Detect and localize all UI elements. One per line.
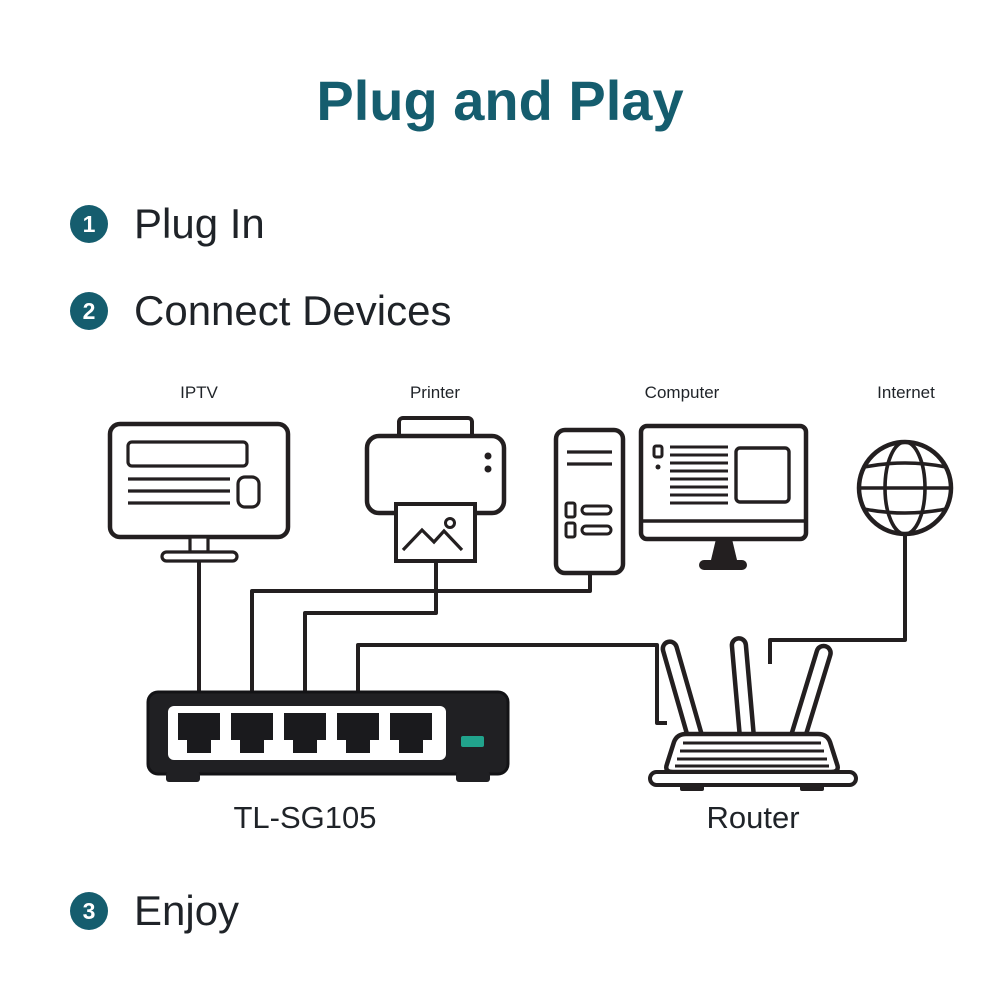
computer-monitor [638, 423, 809, 570]
monitor-stand [711, 539, 737, 560]
switch-led [461, 736, 484, 747]
iptv-icon [107, 421, 291, 563]
router-antenna-middle [729, 636, 756, 743]
step-3: 3 Enjoy [70, 887, 239, 935]
ethernet-port-1 [178, 713, 220, 753]
monitor-base [699, 560, 747, 570]
switch-foot-right [456, 772, 490, 782]
switch-label: TL-SG105 [233, 800, 377, 835]
printer-led-dot [484, 465, 492, 473]
cable-internet-to-router [768, 533, 907, 664]
router-icon [648, 636, 858, 791]
computer-icon [553, 423, 809, 576]
step-2-badge: 2 [70, 292, 108, 330]
router-foot-left [680, 785, 704, 791]
ethernet-cables [197, 533, 907, 725]
photo-mountains-glyph [401, 527, 464, 552]
iptv-label: IPTV [180, 383, 218, 402]
router-label: Router [706, 800, 800, 835]
page-title: Plug and Play [316, 69, 684, 132]
router-vents [675, 741, 829, 768]
printer-icon [364, 416, 507, 563]
photo-sun-glyph [444, 517, 456, 529]
step-2: 2 Connect Devices [70, 287, 451, 335]
switch-foot-left [166, 772, 200, 782]
router-base [648, 770, 858, 787]
internet-label: Internet [877, 383, 935, 402]
router-antenna-right [789, 643, 833, 745]
cable-computer-to-switch [250, 572, 592, 694]
step-2-label: Connect Devices [134, 287, 452, 334]
cable-printer-to-switch [303, 561, 438, 694]
step-3-label: Enjoy [134, 887, 240, 934]
computer-label: Computer [644, 383, 720, 402]
switch-ports [178, 713, 432, 753]
computer-tower [553, 427, 626, 576]
step-1-badge: 1 [70, 205, 108, 243]
step-1: 1 Plug In [70, 200, 265, 248]
internet-globe-icon [856, 439, 954, 537]
printer-paper [394, 502, 477, 563]
step-1-label: Plug In [134, 200, 265, 247]
step-3-badge: 3 [70, 892, 108, 930]
router-antennas [660, 636, 833, 745]
printer-led-dot [484, 452, 492, 460]
printer-label: Printer [409, 383, 461, 402]
cable-switch-to-router [356, 643, 667, 725]
switch-icon [146, 690, 510, 782]
router-foot-right [800, 785, 824, 791]
router-antenna-left [660, 639, 704, 745]
